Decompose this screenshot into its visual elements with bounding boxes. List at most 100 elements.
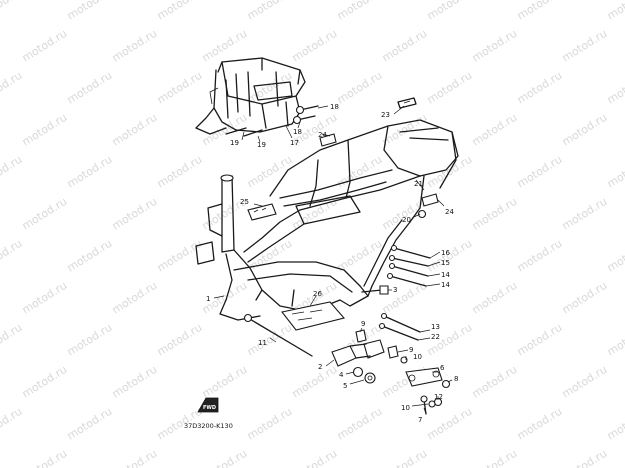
plate-25 [247, 203, 277, 221]
watermark-text: motod.ru [335, 69, 385, 107]
watermark-text: motod.ru [245, 237, 295, 275]
callout-20: 20 [402, 216, 411, 224]
watermark-text: motod.ru [560, 363, 610, 401]
watermark-text: motod.ru [20, 279, 70, 317]
watermark-text: motod.ru [200, 27, 250, 65]
callout-9-b: 9 [409, 346, 413, 354]
callout-19-a: 19 [230, 139, 239, 147]
callout-18-a: 18 [330, 103, 339, 111]
callout-10-a: 10 [413, 353, 422, 361]
watermark-text: motod.ru [0, 153, 24, 191]
callout-16: 16 [441, 249, 450, 257]
watermark-text: motod.ru [245, 0, 295, 23]
watermark-text: motod.ru [20, 195, 70, 233]
watermark-text: motod.ru [380, 447, 430, 468]
watermark-text: motod.ru [110, 195, 160, 233]
watermark-text: motod.ru [515, 237, 565, 275]
watermark-text: motod.ru [20, 363, 70, 401]
watermark-text: motod.ru [470, 27, 520, 65]
part-20 [417, 209, 427, 219]
watermark-text: motod.ru [290, 27, 340, 65]
watermark-text: motod.ru [0, 69, 24, 107]
watermark-text: motod.ru [155, 69, 205, 107]
collar-9 [355, 329, 399, 359]
watermark-text: motod.ru [245, 321, 295, 359]
watermark-text: motod.ru [560, 111, 610, 149]
watermark-text: motod.ru [20, 111, 70, 149]
watermark-text: motod.ru [110, 363, 160, 401]
watermark-text: motod.ru [605, 69, 625, 107]
callout-8: 8 [454, 375, 458, 383]
rear-carrier [195, 57, 306, 135]
callout-19-b: 19 [257, 141, 266, 149]
callout-2: 2 [318, 363, 322, 371]
watermark-text: motod.ru [65, 405, 115, 443]
callout-9-a: 9 [361, 320, 365, 328]
callouts: 18 18 17 19 19 23 24 24 21 20 25 1 26 3 … [206, 103, 458, 424]
watermark-text: motod.ru [560, 447, 610, 468]
engine-bracket-2 [331, 339, 385, 367]
callout-25: 25 [240, 198, 249, 206]
watermark-text: motod.ru [425, 69, 475, 107]
watermark-text: motod.ru [470, 447, 520, 468]
callout-4: 4 [339, 371, 344, 379]
watermark-text: motod.ru [155, 321, 205, 359]
watermark-text: motod.ru [470, 279, 520, 317]
bracket-23 [397, 97, 417, 109]
washer-10 [400, 356, 436, 408]
bolt-19 [225, 127, 263, 137]
watermark-text: motod.ru [470, 195, 520, 233]
watermark-text: motod.ru [515, 0, 565, 23]
callout-13: 13 [431, 323, 440, 331]
callout-6: 6 [440, 364, 445, 372]
watermark-text: motod.ru [65, 0, 115, 23]
bolt-3 [361, 285, 389, 295]
watermark-text: motod.ru [605, 321, 625, 359]
fwd-arrow-icon: FWD [197, 397, 219, 413]
callout-12: 12 [434, 393, 443, 401]
callout-22: 22 [431, 333, 440, 341]
link-arm-6 [405, 367, 443, 387]
callout-18-b: 18 [293, 128, 302, 136]
callout-11: 11 [258, 339, 267, 347]
callout-24-a: 24 [318, 131, 327, 139]
callout-5: 5 [343, 382, 347, 390]
watermark-text: motod.ru [0, 237, 24, 275]
callout-14-a: 14 [441, 271, 450, 279]
watermark-text: motod.ru [65, 153, 115, 191]
callout-3: 3 [393, 286, 397, 294]
diagram-code: 37D3200-K130 [184, 422, 233, 430]
callout-26: 26 [313, 290, 322, 298]
watermark-text: motod.ru [155, 153, 205, 191]
watermark-text: motod.ru [0, 321, 24, 359]
watermark-text: motod.ru [425, 0, 475, 23]
watermark-text: motod.ru [65, 237, 115, 275]
watermark-text: motod.ru [335, 0, 385, 23]
watermark-text: motod.ru [20, 27, 70, 65]
callout-23: 23 [381, 111, 390, 119]
watermark-text: motod.ru [290, 363, 340, 401]
watermark-text: motod.ru [110, 447, 160, 468]
damper-4-5 [352, 366, 376, 384]
watermark-text: motod.ru [560, 27, 610, 65]
callout-7: 7 [418, 416, 422, 424]
main-frame [195, 119, 459, 331]
watermark-text: motod.ru [605, 237, 625, 275]
watermark-text: motod.ru [425, 405, 475, 443]
watermark-text: motod.ru [560, 279, 610, 317]
watermark-text: motod.ru [0, 0, 24, 23]
long-bolts [378, 244, 431, 341]
watermark-text: motod.ru [110, 27, 160, 65]
watermark-text: motod.ru [65, 69, 115, 107]
bolt-18 [292, 105, 319, 125]
watermark-text: motod.ru [470, 363, 520, 401]
callout-21: 21 [414, 180, 423, 188]
watermark-text: motod.ru [155, 0, 205, 23]
callout-14-b: 14 [441, 281, 450, 289]
watermark-text: motod.ru [200, 363, 250, 401]
watermark-text: motod.ru [290, 447, 340, 468]
callout-1: 1 [206, 295, 210, 303]
